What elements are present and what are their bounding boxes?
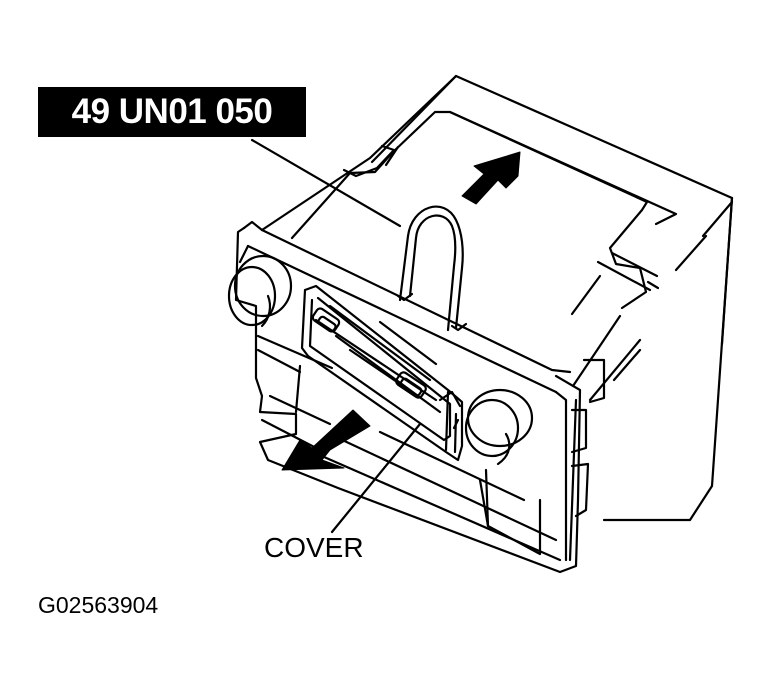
cover-callout-label: COVER [264, 532, 364, 563]
cover-leader-line [332, 424, 420, 532]
front-bezel [236, 228, 580, 572]
cover-plate [302, 286, 462, 460]
special-tool-number-label: 49 UN01 050 [38, 87, 306, 137]
tool-leader-line [252, 140, 400, 226]
arrow-up-icon [462, 152, 520, 204]
knob-left [229, 256, 291, 326]
arrow-down-icon [282, 410, 370, 470]
knob-right [466, 390, 532, 464]
figure-id-label: G02563904 [38, 592, 159, 618]
housing-right-side [572, 198, 732, 520]
housing-top [244, 76, 732, 344]
special-tool-puller [398, 207, 466, 330]
